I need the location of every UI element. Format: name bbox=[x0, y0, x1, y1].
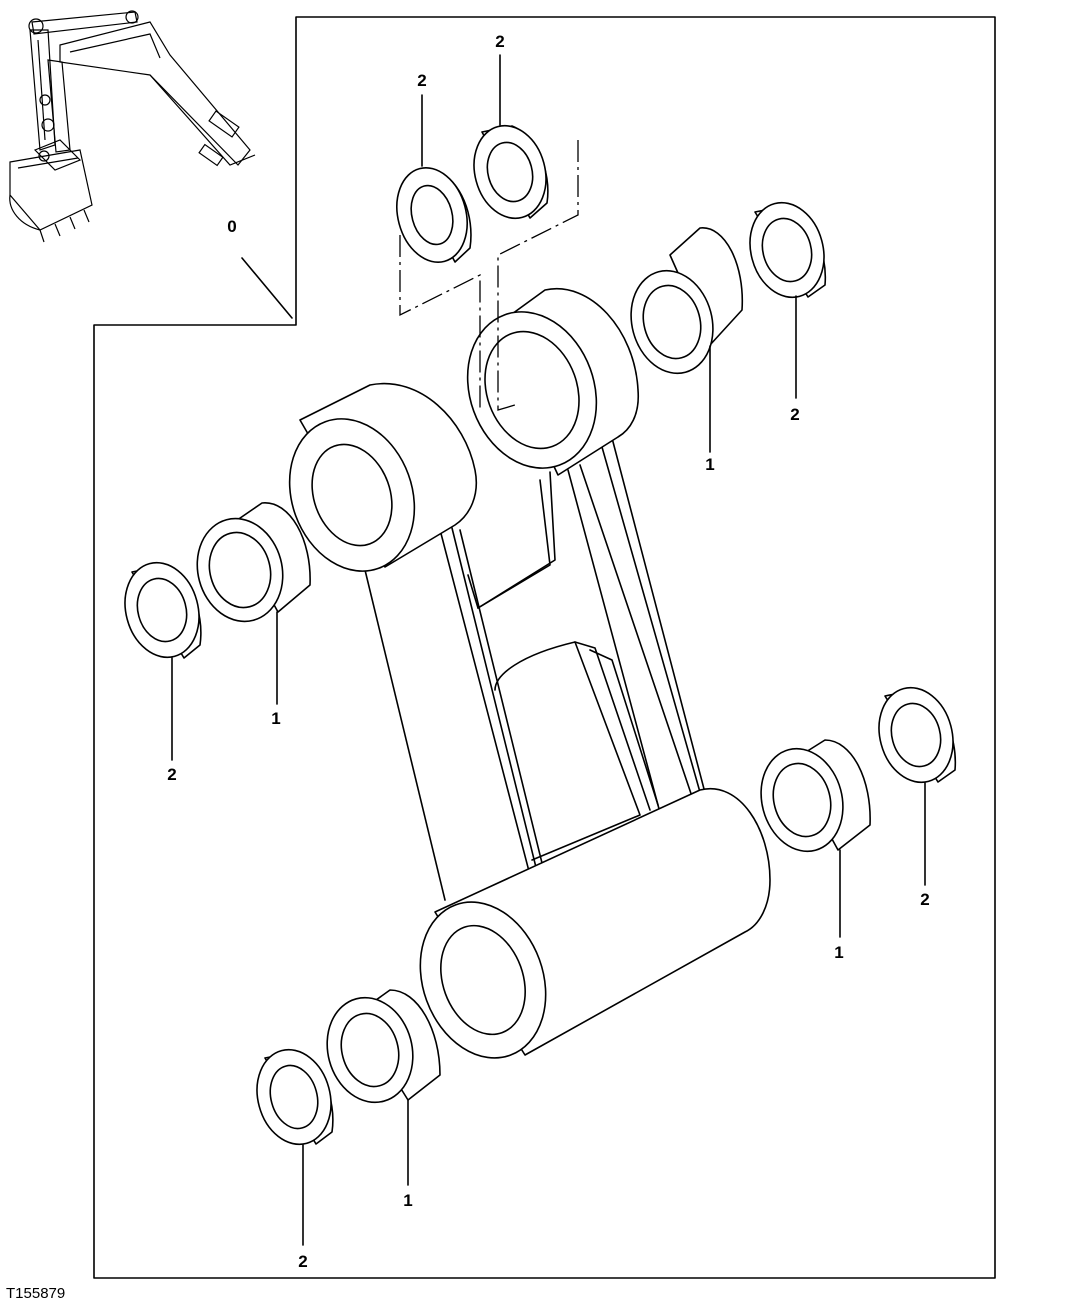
seal-top-1 bbox=[396, 167, 472, 263]
callout-bushing: 1 bbox=[834, 943, 843, 962]
diagram-frame bbox=[93, 16, 996, 1279]
assembly-guide-lines bbox=[399, 140, 579, 411]
boss-top-left bbox=[288, 418, 416, 572]
bushing-top-right bbox=[630, 227, 744, 375]
figure-id: T155879 bbox=[6, 1285, 65, 1300]
callout-seal: 2 bbox=[417, 71, 426, 90]
boss-top-right bbox=[466, 311, 598, 469]
callout-bushing: 1 bbox=[403, 1191, 412, 1210]
seal-top-2 bbox=[473, 124, 549, 220]
seal-left bbox=[124, 561, 202, 659]
callout-seal: 2 bbox=[495, 32, 504, 51]
callout-seal: 2 bbox=[790, 405, 799, 424]
bushing-right bbox=[760, 739, 871, 853]
callout-seal: 2 bbox=[298, 1252, 307, 1271]
callout-frame: 0 bbox=[227, 217, 236, 236]
callout-labels: 0 2 2 2 1 1 2 2 1 1 2 bbox=[167, 32, 929, 1271]
seal-right-top bbox=[749, 201, 827, 299]
bushing-left bbox=[196, 502, 311, 623]
seal-right-bottom bbox=[878, 686, 957, 784]
excavator-arm-icon bbox=[9, 10, 256, 243]
callout-bushing: 1 bbox=[271, 709, 280, 728]
boss-bottom bbox=[419, 901, 547, 1059]
leader-lines bbox=[171, 54, 926, 1246]
callout-bushing: 1 bbox=[705, 455, 714, 474]
bushing-bottom bbox=[326, 989, 441, 1104]
callout-seal: 2 bbox=[167, 765, 176, 784]
seal-bottom bbox=[256, 1048, 334, 1146]
callout-seal: 2 bbox=[920, 890, 929, 909]
